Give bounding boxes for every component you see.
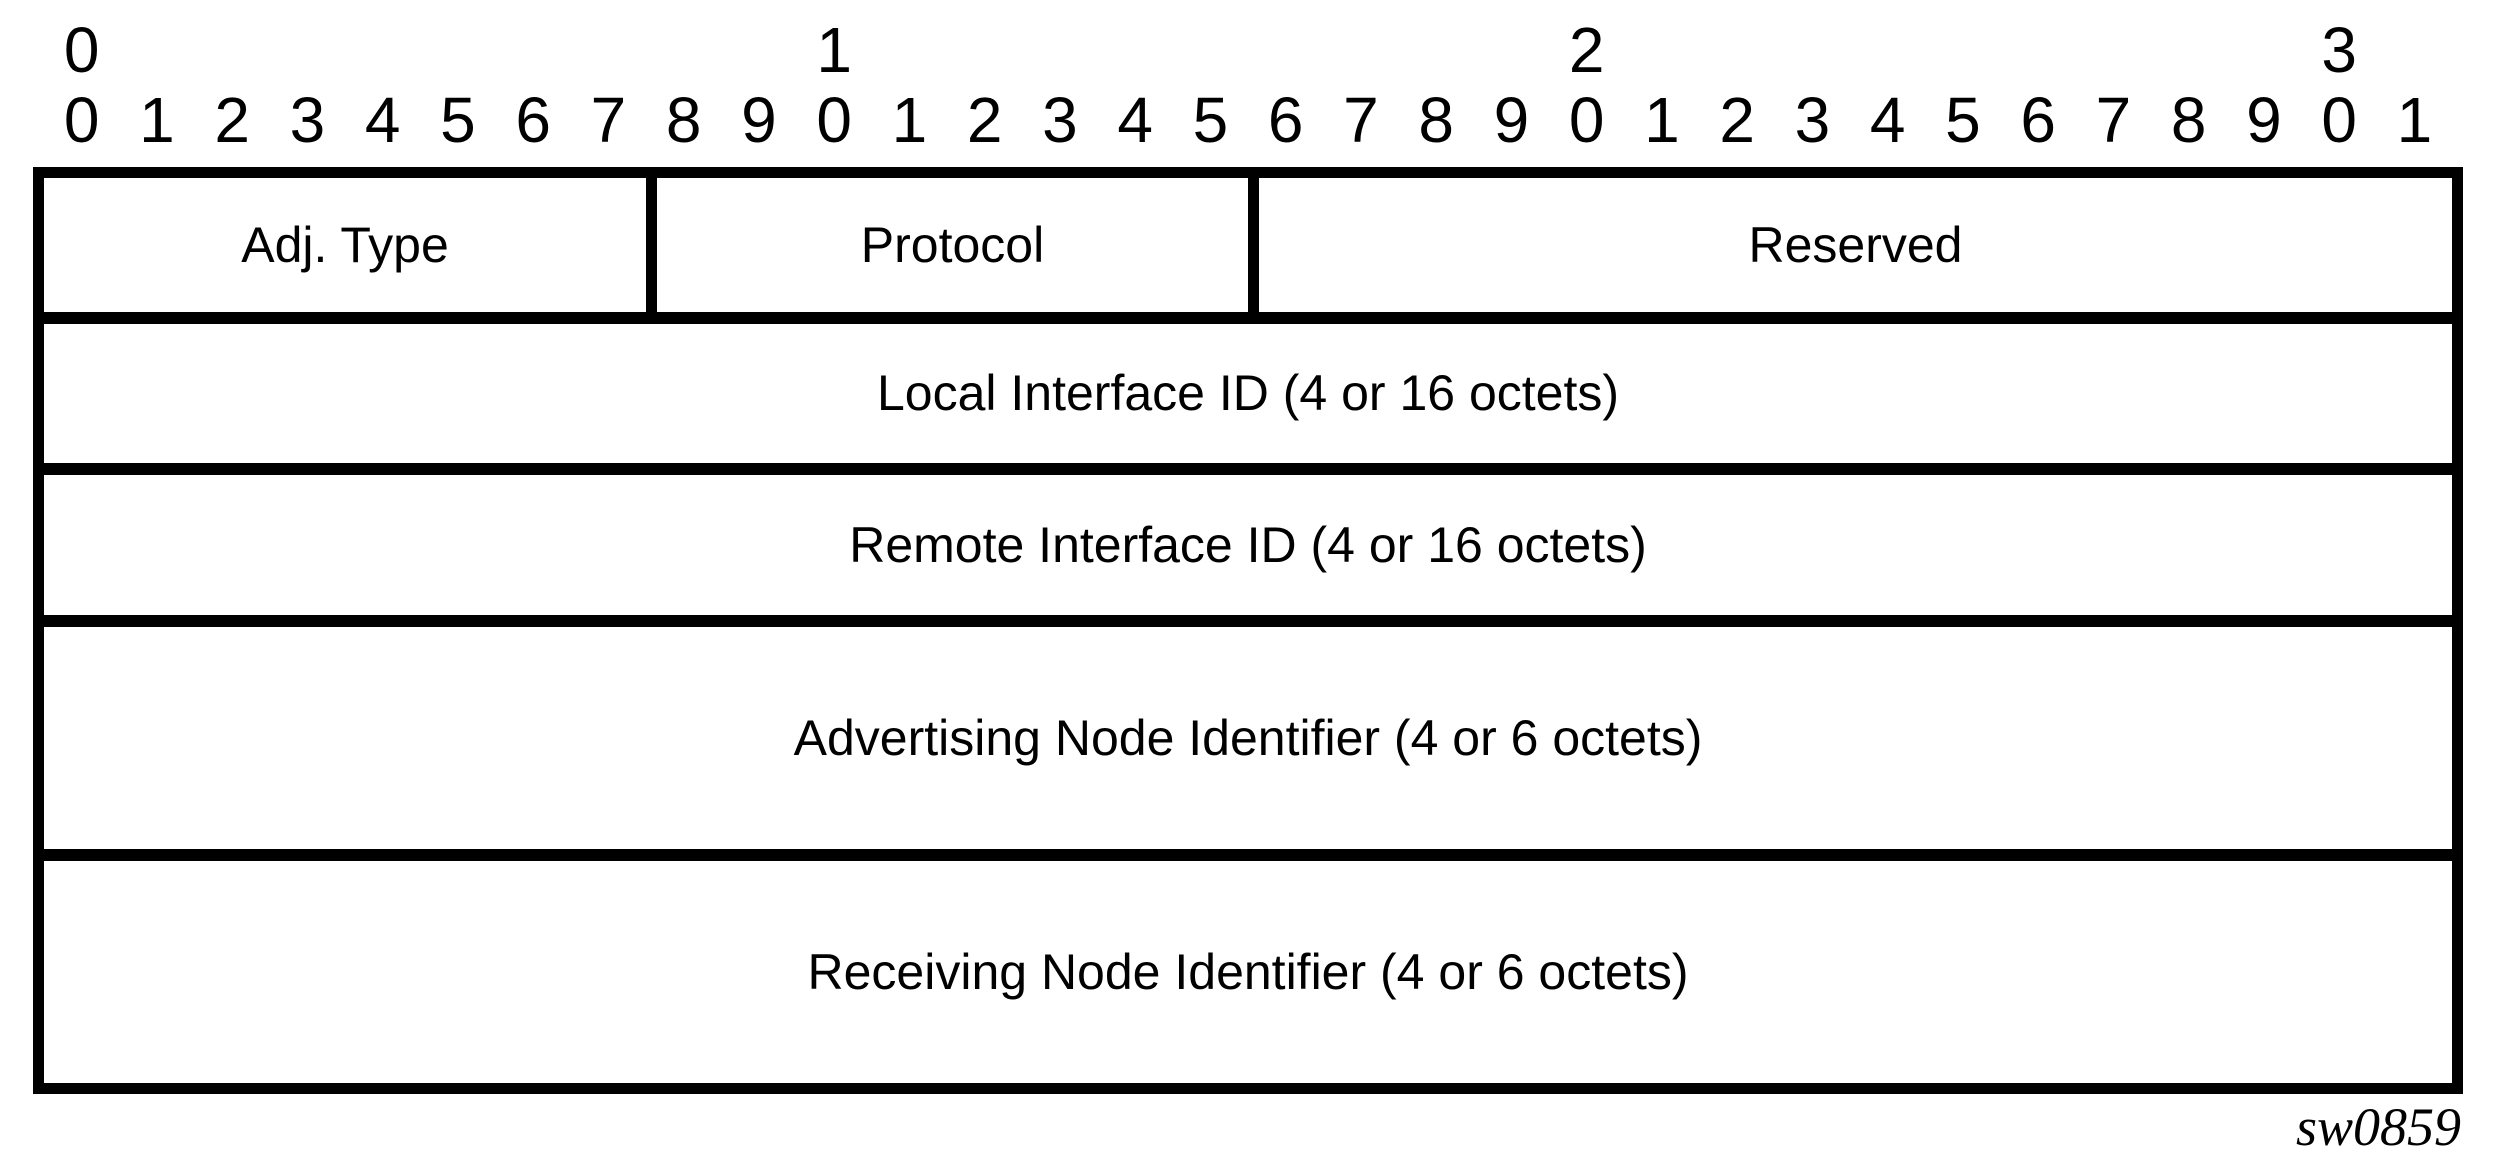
bit-digit: 4 [364,84,401,156]
bit-digit: 7 [2095,84,2132,156]
bit-digit: 6 [515,84,551,156]
field-adj-type-label: Adj. Type [241,216,449,273]
field-reserved: Reserved [1248,178,2452,312]
bit-digit: 6 [2020,84,2056,156]
bit-digit: 1 [1644,84,1680,156]
bit-digit: 6 [1267,84,1304,156]
bit-digit: 5 [440,84,476,156]
field-row-receiving-node-identifier: Receiving Node Identifier (4 or 6 octets… [44,849,2452,1083]
bit-digit: 8 [665,84,702,156]
field-receiving-node-identifier: Receiving Node Identifier (4 or 6 octets… [44,861,2452,1083]
bit-ruler-tens-label: 2 [1568,14,1605,86]
bit-digit: 3 [1794,84,1831,156]
bit-digit: 2 [214,84,250,156]
field-local-interface-id: Local Interface ID (4 or 16 octets) [44,324,2452,463]
bit-digit: 9 [1493,84,1530,156]
bit-ruler-tens-label: 3 [2321,14,2357,86]
bit-digit: 2 [966,84,1003,156]
bit-digit: 7 [590,84,627,156]
bit-ruler-tens-label: 1 [816,14,852,86]
field-row-advertising-node-identifier: Advertising Node Identifier (4 or 6 octe… [44,615,2452,849]
bit-digit: 9 [2246,84,2282,156]
bit-digit: 0 [816,84,852,156]
bit-digit: 9 [741,84,777,156]
bit-digit: 0 [63,84,100,156]
bit-digit: 4 [1869,84,1906,156]
bit-digit: 7 [1343,84,1379,156]
packet-diagram-box: Adj. Type Protocol Reserved Local Interf… [33,167,2463,1094]
field-advertising-node-identifier-label: Advertising Node Identifier (4 or 6 octe… [793,709,1703,766]
bit-digit: 3 [1042,84,1078,156]
field-row-type-protocol-reserved: Adj. Type Protocol Reserved [44,178,2452,312]
field-remote-interface-id: Remote Interface ID (4 or 16 octets) [44,475,2452,615]
field-advertising-node-identifier: Advertising Node Identifier (4 or 6 octe… [44,627,2452,849]
field-local-interface-id-label: Local Interface ID (4 or 16 octets) [876,365,1620,421]
field-adj-type: Adj. Type [44,178,646,312]
field-reserved-label: Reserved [1748,216,1963,273]
field-remote-interface-id-label: Remote Interface ID (4 or 16 octets) [849,516,1647,573]
bit-digit: 3 [289,84,326,156]
field-receiving-node-identifier-label: Receiving Node Identifier (4 or 6 octets… [807,943,1689,1000]
field-row-remote-interface-id: Remote Interface ID (4 or 16 octets) [44,463,2452,615]
figure-id-watermark: sw0859 [2295,1097,2461,1157]
bit-digit: 4 [1117,84,1153,156]
bit-digit: 0 [1568,84,1605,156]
bit-digit: 5 [1192,84,1229,156]
field-row-local-interface-id: Local Interface ID (4 or 16 octets) [44,312,2452,463]
bit-digit: 1 [891,84,928,156]
bit-digit: 2 [1719,84,1755,156]
bit-ruler-tens-label: 0 [63,14,100,86]
bit-digit: 5 [1945,84,1981,156]
bit-digit: 1 [139,84,175,156]
field-protocol-label: Protocol [860,216,1045,273]
field-protocol: Protocol [646,178,1248,312]
bit-digit: 0 [2321,84,2357,156]
bit-digit: 8 [1418,84,1454,156]
bit-digit: 1 [2396,84,2433,156]
bit-digit: 8 [2170,84,2207,156]
